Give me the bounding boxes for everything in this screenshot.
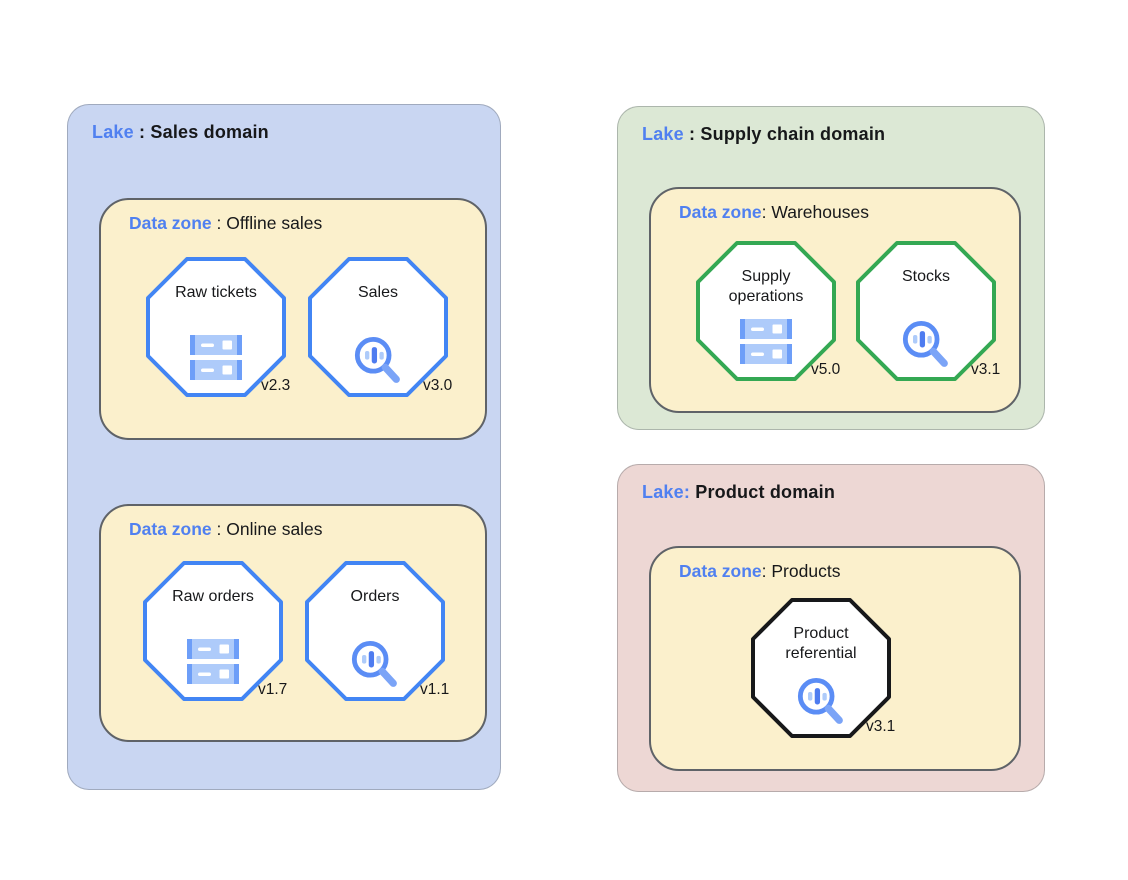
asset-raw-orders: Raw orders v1.7 [143, 561, 287, 701]
asset-sales: Sales v3.0 [308, 257, 452, 397]
search-analytics-icon [797, 678, 843, 724]
search-analytics-icon [902, 321, 948, 367]
zone-name: : Online sales [211, 519, 323, 539]
data-zone-label: Data zone [679, 561, 762, 581]
octagon-shape [143, 561, 283, 701]
asset-label: Product referential [785, 625, 857, 662]
asset-label: Supply operations [728, 268, 804, 305]
asset-raw-tickets: Raw tickets v2.3 [146, 257, 290, 397]
storage-icon [740, 319, 792, 364]
asset-stocks: Stocks v3.1 [856, 241, 1000, 381]
asset-label: Sales [357, 284, 399, 301]
octagon-shape [146, 257, 286, 397]
data-zone-warehouses: Data zone: Warehouses Supply operations [649, 187, 1021, 413]
data-zone-offline-sales: Data zone : Offline sales Raw tickets [99, 198, 487, 440]
asset-version: v2.3 [261, 377, 291, 394]
lake-supply-title: Lake : Supply chain domain [642, 124, 885, 145]
asset-label: Stocks [901, 268, 950, 285]
lake-supply-chain-domain: Lake : Supply chain domain Data zone: Wa… [617, 106, 1045, 430]
asset-label: Raw orders [172, 588, 254, 605]
lake-label: Lake: [642, 482, 691, 502]
asset-product-referential: Product referential v3.1 [751, 598, 895, 738]
search-analytics-icon [351, 641, 397, 687]
asset-version: v1.1 [420, 681, 450, 698]
asset-label: Raw tickets [175, 284, 257, 301]
lake-product-domain: Lake: Product domain Data zone: Products… [617, 464, 1045, 792]
lake-sales-domain: Lake : Sales domain Data zone : Offline … [67, 104, 501, 790]
octagon-shape [308, 257, 448, 397]
lake-sales-title: Lake : Sales domain [92, 122, 269, 143]
asset-version: v3.0 [423, 377, 453, 394]
octagon-shape [696, 241, 836, 381]
zone-warehouses-title: Data zone: Warehouses [679, 202, 869, 223]
search-analytics-icon [354, 337, 400, 383]
data-zone-products: Data zone: Products Product referential … [649, 546, 1021, 771]
zone-name: : Offline sales [211, 213, 323, 233]
zone-offline-title: Data zone : Offline sales [129, 213, 322, 234]
lake-product-title: Lake: Product domain [642, 482, 835, 503]
lake-name: Product domain [690, 482, 836, 502]
lake-name: : Supply chain domain [683, 124, 886, 144]
lake-label: Lake [642, 124, 684, 144]
storage-icon [187, 639, 239, 684]
asset-version: v3.1 [866, 718, 896, 735]
octagon-shape [305, 561, 445, 701]
asset-version: v3.1 [971, 361, 1001, 378]
data-zone-label: Data zone [679, 202, 762, 222]
octagon-shape [751, 598, 891, 738]
data-zone-label: Data zone [129, 213, 212, 233]
octagon-shape [856, 241, 996, 381]
lake-name: : Sales domain [133, 122, 269, 142]
asset-version: v5.0 [811, 361, 841, 378]
asset-label: Orders [350, 588, 400, 605]
asset-orders: Orders v1.1 [305, 561, 449, 701]
data-zone-online-sales: Data zone : Online sales Raw orders [99, 504, 487, 742]
zone-name: : Products [761, 561, 841, 581]
asset-supply-operations: Supply operations v5.0 [696, 241, 840, 381]
zone-products-title: Data zone: Products [679, 561, 840, 582]
storage-icon [190, 335, 242, 380]
zone-name: : Warehouses [761, 202, 869, 222]
asset-version: v1.7 [258, 681, 288, 698]
zone-online-title: Data zone : Online sales [129, 519, 323, 540]
data-zone-label: Data zone [129, 519, 212, 539]
lake-label: Lake [92, 122, 134, 142]
